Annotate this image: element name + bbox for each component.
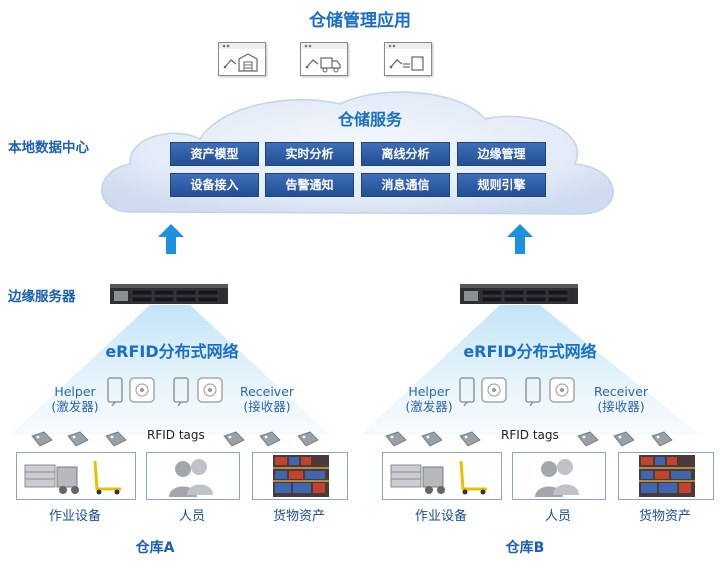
receiver-cn-text: (接收器): [597, 399, 645, 414]
personnel-box: [146, 452, 240, 500]
cargo-label: 货物资产: [272, 509, 325, 524]
warehouse-b-label: 仓库B: [505, 540, 545, 556]
forklift-icon: [24, 460, 121, 495]
warehouse-app-icon[interactable]: [218, 42, 266, 76]
warehouse-shelf-icon: [273, 455, 329, 497]
warehouse-shelf-icon: [639, 455, 695, 497]
rfid-device-icon: [456, 376, 578, 406]
document-app-icon[interactable]: [384, 42, 432, 76]
rfid-tag-icon: [222, 430, 332, 448]
erfid-network-title: eRFID分布式网络: [463, 342, 597, 361]
personnel-label: 人员: [178, 509, 205, 524]
personnel-box: [512, 452, 606, 500]
personnel-label: 人员: [544, 509, 571, 524]
server-rack-icon: [460, 281, 580, 307]
up-arrow-icon: [158, 224, 184, 254]
server-rack-icon: [110, 281, 230, 307]
service-rule-engine[interactable]: 规则引擎: [457, 173, 546, 197]
helper-text: Helper: [408, 384, 450, 399]
rfid-tags-label: RFID tags: [501, 428, 559, 442]
receiver-text: Receiver: [593, 384, 649, 399]
service-messaging[interactable]: 消息通信: [361, 173, 450, 197]
truck-app-icon[interactable]: [300, 42, 348, 76]
rfid-tag-icon: [384, 430, 494, 448]
service-alarm-notify[interactable]: 告警通知: [265, 173, 354, 197]
service-device-access[interactable]: 设备接入: [170, 173, 259, 197]
edge-server-label: 边缘服务器: [8, 289, 76, 305]
receiver-label: Receiver (接收器): [228, 384, 306, 414]
equipment-box: [382, 452, 502, 500]
service-edge-management[interactable]: 边缘管理: [457, 142, 546, 166]
up-arrow-icon: [507, 224, 533, 254]
warehouse-a-label: 仓库A: [135, 540, 175, 556]
local-datacenter-label: 本地数据中心: [8, 140, 89, 156]
service-realtime-analysis[interactable]: 实时分析: [265, 142, 354, 166]
receiver-cn-text: (接收器): [243, 399, 291, 414]
cargo-box: [618, 452, 714, 500]
helper-cn-text: (激发器): [405, 399, 453, 414]
helper-label: Helper (激发器): [38, 384, 112, 414]
people-icon: [535, 459, 579, 497]
receiver-text: Receiver: [239, 384, 295, 399]
cargo-box: [252, 452, 348, 500]
people-icon: [169, 459, 213, 497]
helper-text: Helper: [54, 384, 96, 399]
equipment-box: [16, 452, 136, 500]
equipment-label: 作业设备: [414, 509, 467, 524]
service-asset-model[interactable]: 资产模型: [170, 142, 259, 166]
rfid-tags-label: RFID tags: [147, 428, 205, 442]
helper-cn-text: (激发器): [51, 399, 99, 414]
signal-beam: [10, 305, 700, 435]
equipment-label: 作业设备: [48, 509, 101, 524]
rfid-tag-icon: [30, 430, 140, 448]
service-offline-analysis[interactable]: 离线分析: [361, 142, 450, 166]
erfid-network-title: eRFID分布式网络: [105, 342, 239, 361]
helper-label: Helper (激发器): [392, 384, 466, 414]
rfid-device-icon: [104, 376, 226, 406]
app-layer-title: 仓储管理应用: [309, 11, 411, 31]
rfid-tag-icon: [576, 430, 686, 448]
cargo-label: 货物资产: [638, 509, 691, 524]
cloud-title: 仓储服务: [337, 110, 402, 129]
receiver-label: Receiver (接收器): [582, 384, 660, 414]
forklift-icon: [390, 460, 487, 495]
